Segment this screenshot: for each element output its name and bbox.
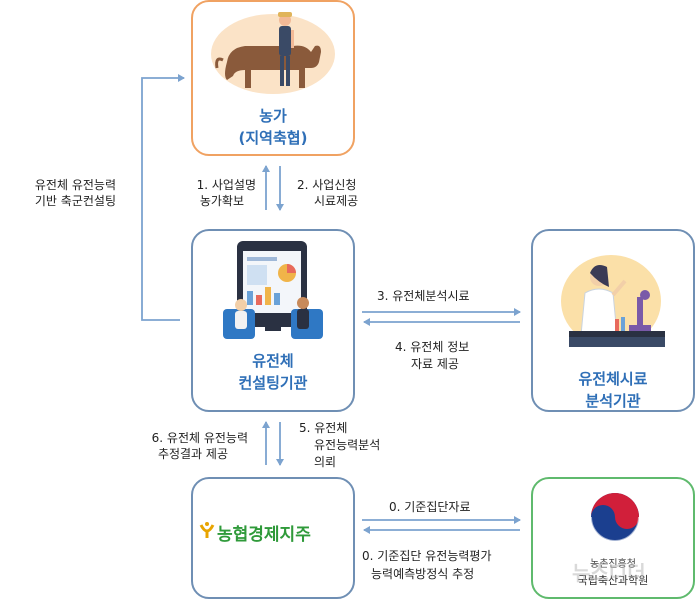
nh-node	[191, 477, 355, 599]
lab-node: 유전체시료 분석기관	[531, 229, 695, 412]
nh-logo-icon	[199, 522, 215, 538]
farm-title-line1: 농가	[259, 107, 287, 125]
step5-label-line2: 유전능력분석	[314, 438, 381, 452]
farm-node: 농가 (지역축협)	[191, 0, 355, 156]
step0b-label-line1: 0. 기준집단 유전능력평가	[362, 549, 492, 563]
rda-name-line1: 농촌진흥청	[590, 559, 636, 570]
lab-title-line2: 분석기관	[585, 392, 641, 410]
consulting-node: 유전체 컨설팅기관	[191, 229, 355, 412]
step2-label-line1: 2. 사업신청	[297, 178, 357, 192]
left-loop-label-line1: 유전체 유전능력	[34, 178, 116, 192]
watermark: 뉴스디더	[572, 561, 646, 585]
step4-label-line1: 4. 유전체 정보	[395, 340, 470, 354]
step6-label-line2: 추정결과 제공	[157, 447, 228, 461]
korea-government-emblem-icon	[590, 493, 640, 542]
loop-arrow	[141, 74, 185, 321]
lab-title-line1: 유전체시료	[578, 370, 648, 388]
step6-label-line1: 6. 유전체 유전능력	[151, 431, 248, 445]
farmer-cow-illustration	[211, 12, 335, 94]
step5-label-line1: 5. 유전체	[299, 421, 348, 435]
consulting-illustration	[223, 241, 323, 339]
consulting-title-line2: 컨설팅기관	[238, 374, 308, 392]
nh-name: 농협경제지주	[217, 525, 311, 545]
step2-label-line2: 시료제공	[314, 194, 359, 208]
step1-label-line2: 농가확보	[199, 194, 244, 208]
rda-node: 농촌진흥청 국립축산과학원	[531, 477, 695, 599]
rda-name-line2: 국립축산과학원	[577, 574, 649, 587]
step4-label-line2: 자료 제공	[411, 357, 459, 371]
step5-label-line3: 의뢰	[314, 455, 337, 469]
step0b-label-line2: 능력예측방정식 추정	[371, 567, 475, 581]
farm-title-line2: (지역축협)	[238, 129, 308, 147]
step1-label-line1: 1. 사업설명	[196, 178, 256, 192]
left-loop-label-line2: 기반 축군컨설팅	[34, 194, 116, 208]
scientist-illustration	[561, 255, 665, 347]
consulting-title-line1: 유전체	[252, 352, 294, 370]
step3-label: 3. 유전체분석시료	[377, 289, 470, 303]
step0a-label: 0. 기준집단자료	[389, 500, 471, 514]
